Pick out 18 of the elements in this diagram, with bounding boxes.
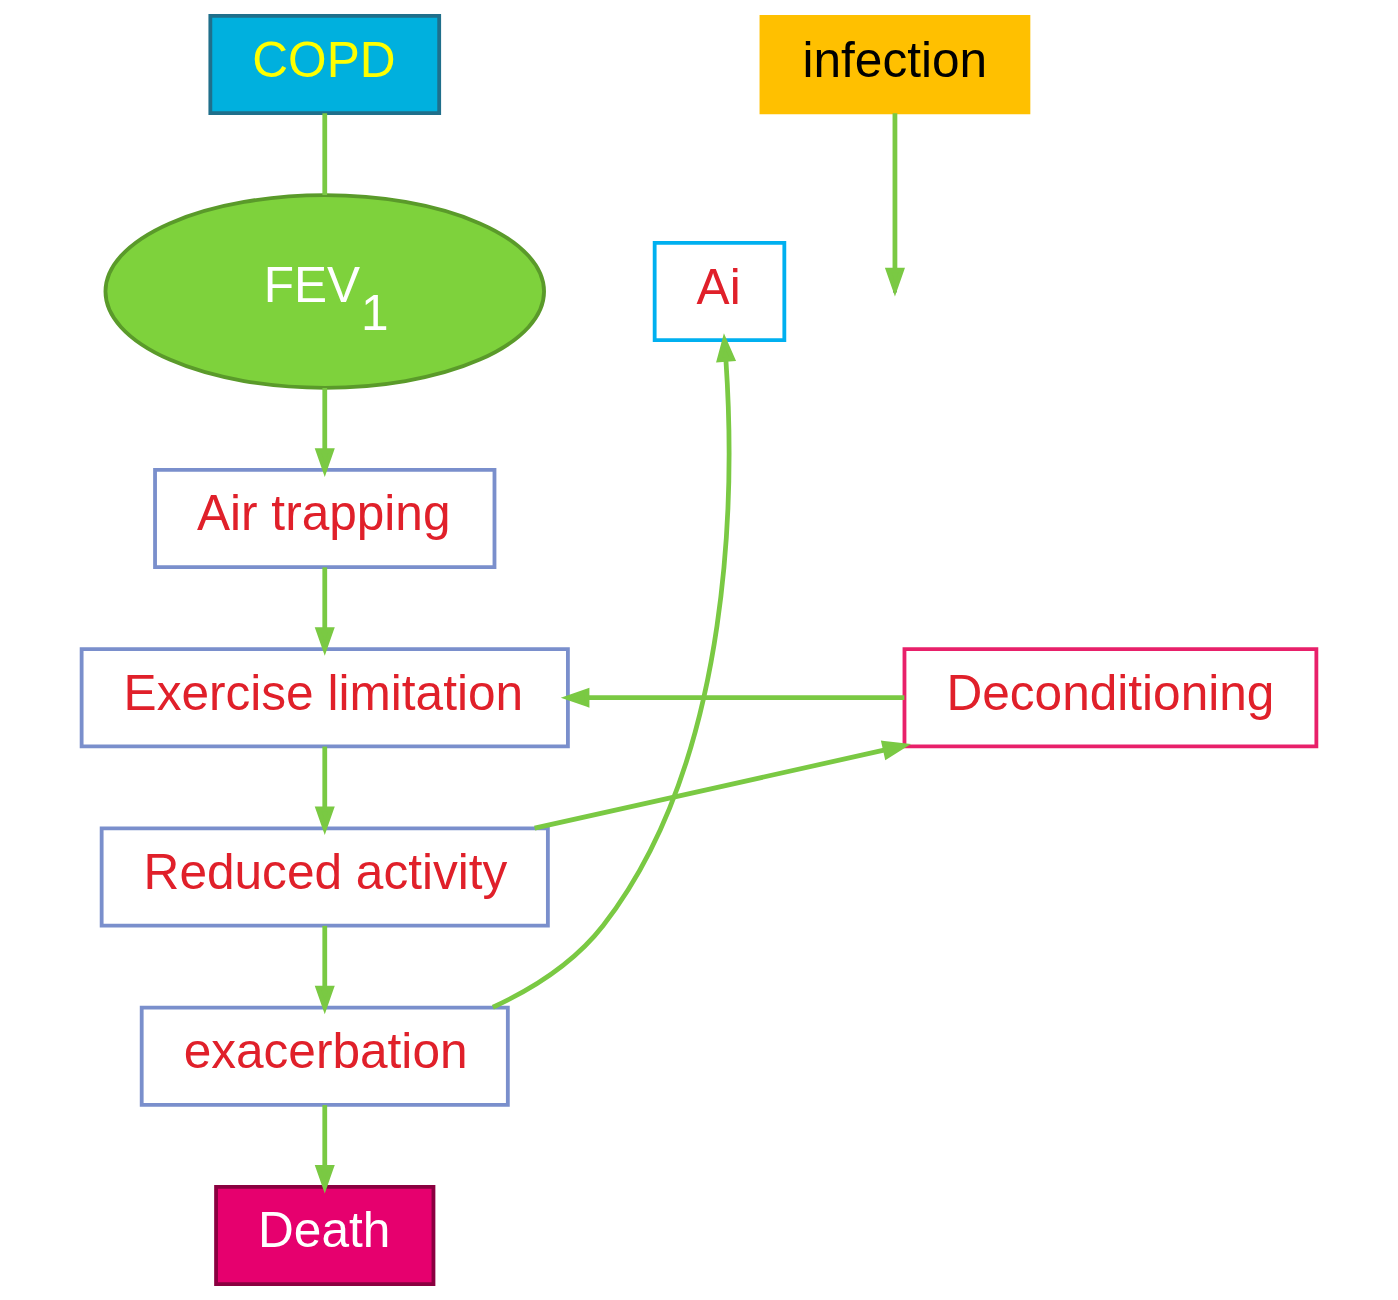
node-box: Exercise limitation [79,647,570,749]
arrow [560,687,905,708]
connector [322,113,328,196]
arrow [314,1105,335,1194]
arrow [534,740,912,831]
arrow [314,567,335,656]
node-box: COPD [208,14,442,116]
arrow [491,333,737,1010]
node-box: Deconditioning [902,647,1319,749]
node-box: Death [214,1184,436,1286]
node-box: infection [759,15,1031,115]
node-box: Ai [652,240,787,343]
node-box: exacerbation [139,1005,510,1107]
node-box: Reduced activity [99,826,550,928]
arrow [314,746,335,836]
arrow [314,388,335,477]
arrow [314,925,335,1015]
node-box: Air trapping [153,467,497,569]
